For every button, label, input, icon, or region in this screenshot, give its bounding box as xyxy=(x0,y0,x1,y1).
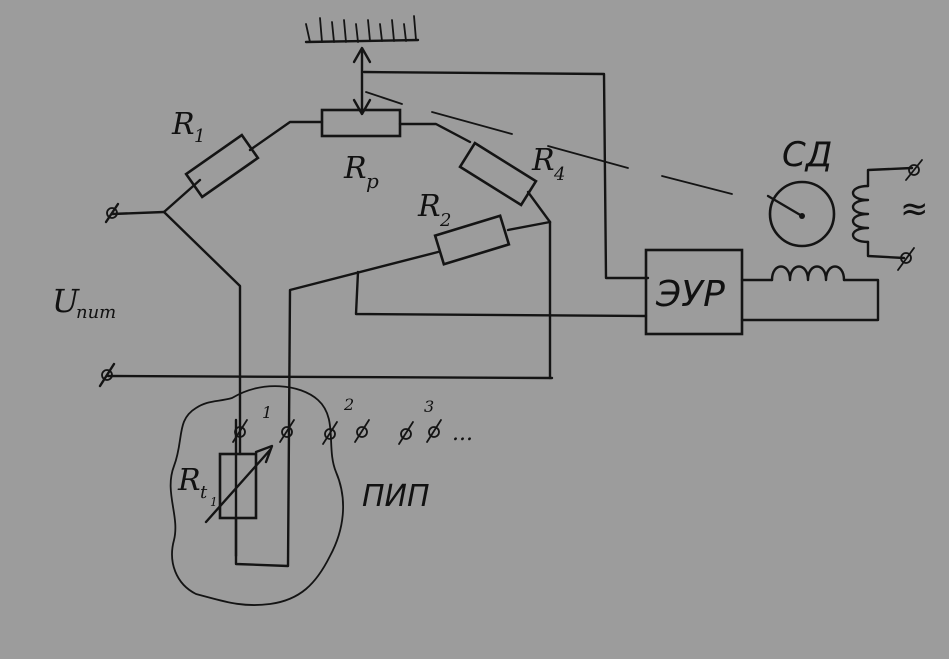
sensor-region-outline xyxy=(169,385,345,606)
label-rp-sub: p xyxy=(366,169,379,193)
resistor-r2 xyxy=(433,214,511,266)
label-r4: R xyxy=(531,143,555,178)
wire-r1-upper xyxy=(248,120,324,152)
rt-variable-arrow xyxy=(204,448,272,524)
label-terminal-2: 2 xyxy=(343,395,354,414)
resistor-r4 xyxy=(458,141,538,207)
label-rt-sub: t xyxy=(200,482,208,503)
sensor-terminals xyxy=(232,419,442,445)
mechanical-link-dashed xyxy=(365,91,733,195)
label-rt: R xyxy=(177,463,201,498)
label-ac: ≈ xyxy=(900,189,929,229)
label-r1: R xyxy=(171,107,195,142)
resistor-rt xyxy=(218,452,258,520)
wire-rp-right xyxy=(398,122,472,144)
label-r2-sub: 2 xyxy=(439,210,451,231)
label-r4-sub: 4 xyxy=(553,164,565,185)
slider-arrow xyxy=(352,46,372,116)
label-eur: ЭУР xyxy=(655,274,725,315)
label-cd: СД xyxy=(782,135,832,175)
wire-ac-top xyxy=(866,166,914,188)
wire-r2-tap xyxy=(354,270,648,318)
resistor-r1 xyxy=(184,133,260,199)
wire-coil-return xyxy=(740,278,880,322)
label-r1-sub: 1 xyxy=(194,126,205,147)
eur-block xyxy=(644,248,744,336)
scale-hatch xyxy=(304,15,420,44)
wire-supply-top xyxy=(110,210,166,216)
motor-coil xyxy=(770,265,846,282)
wire-supply-bottom xyxy=(106,374,554,380)
wire-ac-bottom xyxy=(866,240,906,260)
label-supply: U xyxy=(52,282,80,320)
label-supply-sub: пит xyxy=(76,302,116,323)
rt-arrow-head xyxy=(254,444,274,464)
excitation-winding xyxy=(851,184,870,244)
label-rt-subsub: 1 xyxy=(210,495,218,509)
servo-motor xyxy=(768,180,836,248)
label-terminal-1: 1 xyxy=(262,403,272,422)
servo-motor-pointer xyxy=(766,194,804,218)
label-rp: R xyxy=(343,151,367,186)
label-terminal-more: ... xyxy=(452,421,473,446)
label-pip: ПИП xyxy=(362,479,430,514)
label-terminal-3: 3 xyxy=(424,397,434,416)
wire-r2-right xyxy=(506,220,552,232)
feedback-wire xyxy=(362,70,650,280)
label-r2: R xyxy=(417,189,441,224)
wire-left-arm xyxy=(162,210,242,456)
wire-r4-lower xyxy=(526,190,552,224)
terminal-left-top xyxy=(104,202,120,224)
wire-r2-left xyxy=(234,250,440,568)
terminal-left-bottom xyxy=(98,362,116,388)
